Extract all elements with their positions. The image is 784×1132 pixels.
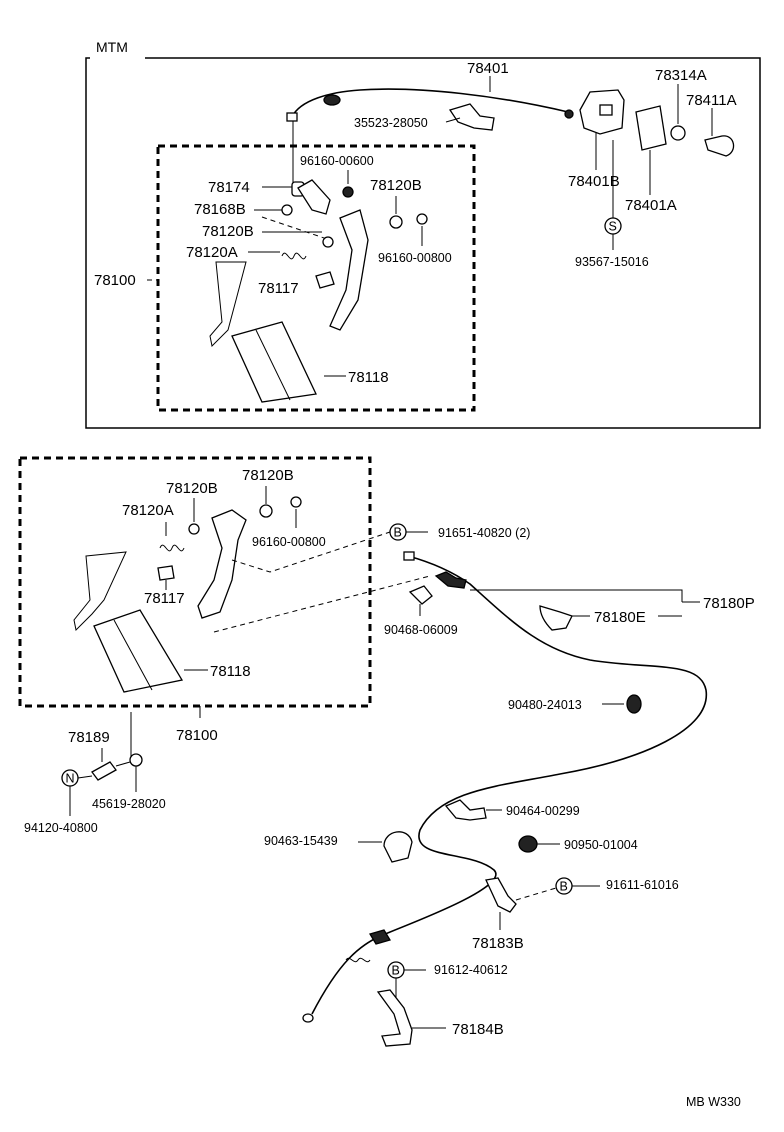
label-78189: 78189 [68, 729, 110, 746]
label-35523-28050: 35523-28050 [354, 116, 428, 130]
label-78117-bot: 78117 [144, 590, 185, 607]
grommet-90480-24013 [626, 694, 642, 714]
cable-grommet [323, 94, 341, 106]
marker-b-1-letter: B [394, 526, 402, 540]
marker-n-letter: N [66, 772, 75, 786]
label-78117-top: 78117 [258, 280, 299, 297]
label-78120B-b2: 78120B [166, 480, 218, 497]
grommet-78180E [539, 605, 573, 631]
pedal-lever-bottom [197, 509, 247, 619]
cable-end-bot [403, 551, 415, 561]
label-91651-40820: 91651-40820 (2) [438, 526, 530, 540]
label-78401: 78401 [467, 60, 509, 77]
stopper-78117-bot [157, 565, 175, 581]
label-78314A: 78314A [655, 67, 707, 84]
label-90480-24013: 90480-24013 [508, 698, 582, 712]
label-90468-06009: 90468-06009 [384, 623, 458, 637]
knob-78411A [704, 135, 735, 157]
stopper-78117-top [315, 271, 335, 289]
label-90463-15439: 90463-15439 [264, 834, 338, 848]
marker-b-2-letter: B [560, 880, 568, 894]
label-78184B: 78184B [452, 1021, 504, 1038]
pedal-lever-top [329, 209, 369, 331]
label-91611-61016: 91611-61016 [606, 878, 679, 892]
label-90464-00299: 90464-00299 [506, 804, 580, 818]
label-78120A-top: 78120A [186, 244, 238, 261]
nut-96160-00800-top [416, 213, 428, 225]
footer-code: MB W330 [686, 1095, 741, 1109]
cable-78180P [311, 555, 707, 1015]
cable-end-fitting [286, 112, 298, 122]
pedal-assembly-box-top [156, 144, 476, 412]
nut-96160-00600 [342, 186, 354, 198]
clip-35523-28050 [448, 103, 495, 131]
bushing-78120B-mid [322, 236, 334, 248]
cable-end-clip [369, 929, 391, 945]
label-78401B: 78401B [568, 173, 620, 190]
spring-78120A-top [281, 252, 307, 260]
label-78180P: 78180P [703, 595, 755, 612]
label-78411A: 78411A [686, 92, 737, 109]
pedal-rod-top [209, 261, 247, 348]
label-78120B-top: 78120B [370, 177, 422, 194]
label-90950-01004: 90950-01004 [564, 838, 638, 852]
bushing-78120B-top [389, 215, 403, 229]
bushing-78120B-b1 [259, 504, 273, 518]
label-78120A-bot: 78120A [122, 502, 174, 519]
label-96160-00600: 96160-00600 [300, 154, 374, 168]
cable-end-ball [302, 1013, 314, 1023]
spring-78120A-bot [159, 544, 185, 552]
label-96160-00800-bot: 96160-00800 [252, 535, 326, 549]
label-78401A: 78401A [625, 197, 677, 214]
label-78174: 78174 [208, 179, 250, 196]
label-94120-40800: 94120-40800 [24, 821, 98, 835]
cable-fitting-bot [434, 571, 467, 589]
bracket-78184B [376, 989, 413, 1047]
label-78118-top: 78118 [348, 369, 389, 386]
plug-90950-01004 [518, 835, 538, 853]
bracket-slot [599, 104, 613, 116]
clamp-90463-15439 [383, 831, 413, 863]
bolt-78189 [91, 761, 117, 781]
label-93567-15016: 93567-15016 [575, 255, 649, 269]
nut-96160-00800-bot [290, 496, 302, 508]
nut-78314A [670, 125, 686, 141]
label-78100-bot: 78100 [176, 727, 218, 744]
label-78120B-b1: 78120B [242, 467, 294, 484]
label-78100-top: 78100 [94, 272, 136, 289]
lower-section: 78120B 96160-00800 78120B 78120A 78117 7… [18, 456, 755, 1109]
marker-b-3-letter: B [392, 964, 400, 978]
nut-45619-28020 [129, 753, 143, 767]
cable-end-nut [564, 109, 574, 119]
bushing-78120B-b2 [188, 523, 200, 535]
label-45619-28020: 45619-28020 [92, 797, 166, 811]
cable-78401 [291, 88, 569, 118]
return-spring-lower [345, 957, 371, 963]
label-91612-40612: 91612-40612 [434, 963, 508, 977]
label-78120B-mid: 78120B [202, 223, 254, 240]
clip-90468-06009 [408, 585, 433, 605]
pedal-rod-bottom [73, 551, 127, 632]
mtm-label: MTM [96, 39, 128, 55]
label-78180E: 78180E [594, 609, 646, 626]
clip-90464-00299 [444, 799, 487, 821]
pedal-pad-bottom [93, 609, 184, 693]
plate-78401A [635, 105, 667, 151]
label-78183B: 78183B [472, 935, 524, 952]
label-78118-bot: 78118 [210, 663, 251, 680]
mtm-outline [85, 57, 761, 429]
mtm-section: MTM 78401 78401B 78401A 78314A 78411A S … [85, 39, 761, 429]
marker-s-letter: S [609, 220, 617, 234]
pedal-pad-top [231, 321, 317, 403]
washer-78168B [281, 204, 293, 216]
label-78168B: 78168B [194, 201, 246, 218]
lever-arm-top [297, 179, 331, 215]
label-96160-00800-top: 96160-00800 [378, 251, 452, 265]
pedal-assembly-box-bottom [18, 456, 372, 708]
bracket-78183B [485, 877, 517, 913]
